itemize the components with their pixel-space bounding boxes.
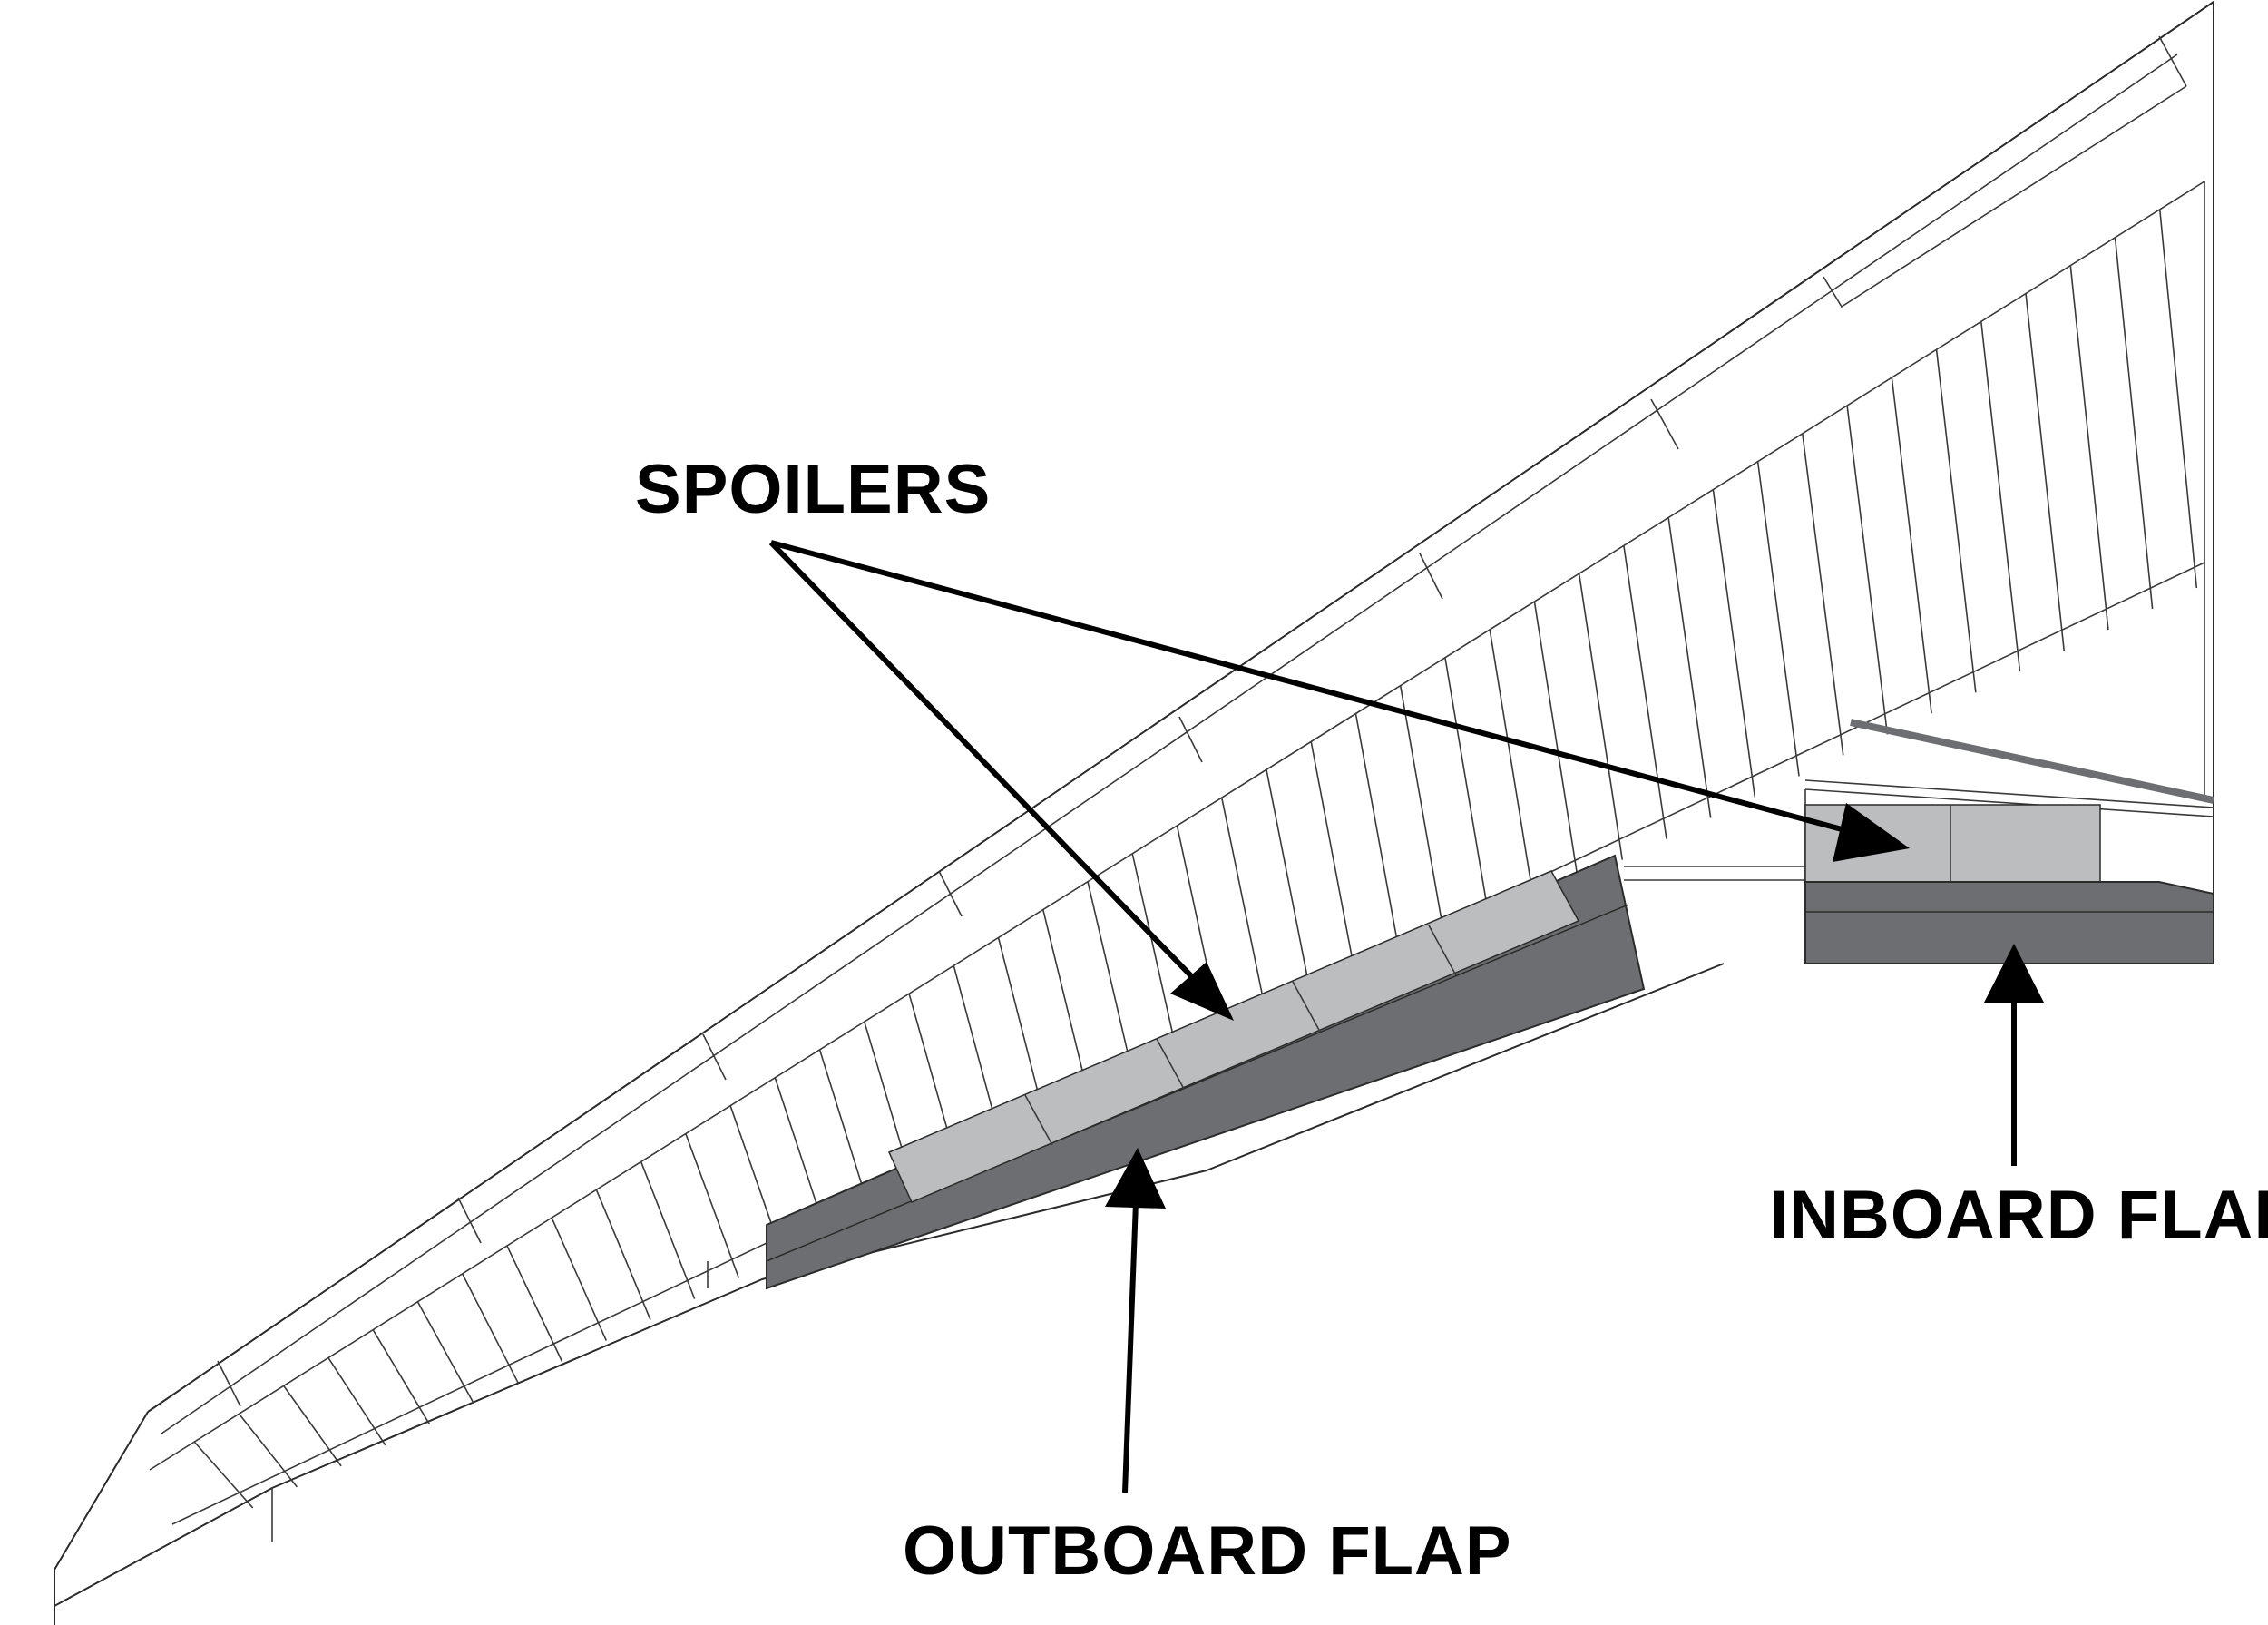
inboard-flaps-label: INBOARD FLAPS: [1769, 1177, 2268, 1254]
rib-line: [1489, 629, 1535, 902]
rib-line: [1578, 573, 1624, 860]
rib-line: [506, 1245, 563, 1362]
rib-line: [2158, 209, 2198, 589]
outboard-flap-label: OUTBOARD FLAP: [903, 1512, 1512, 1590]
rib-line: [416, 1301, 474, 1405]
leading-edge-slats: [161, 35, 2187, 1434]
rib-line: [595, 1189, 651, 1320]
rib-line: [2069, 265, 2109, 631]
rib-line: [461, 1273, 519, 1384]
rib-line: [1399, 685, 1447, 944]
rib-line: [1220, 797, 1270, 1028]
rib-line: [1667, 517, 1712, 818]
rib-line: [1935, 349, 1977, 693]
rib-line: [1846, 405, 1889, 735]
spoiler-arrow-outboard: [768, 540, 1205, 990]
rib-line: [1756, 461, 1800, 777]
rib-line: [327, 1357, 386, 1446]
rib-line: [551, 1217, 607, 1341]
rib-line: [372, 1329, 431, 1425]
spoiler-arrows: [768, 540, 1910, 1021]
rib-line: [283, 1385, 342, 1467]
inboard-flap-body: [1804, 881, 2214, 964]
rib-line: [640, 1161, 696, 1299]
wing-aft-contour: [54, 963, 1725, 1625]
spoilers-label: SPOILERS: [635, 451, 991, 528]
spoiler-arrow-inboard: [770, 540, 1870, 839]
rib-line: [1891, 377, 1932, 714]
rib-line: [1533, 601, 1579, 881]
rib-line: [685, 1133, 740, 1278]
rib-line: [1802, 433, 1844, 756]
wing-trailing-edge: [54, 1411, 149, 1625]
rib-line: [1354, 713, 1403, 964]
wing-leading-edge: [147, 1, 2214, 1413]
rib-line: [2114, 237, 2154, 610]
spoiler-arrow-outboard-head: [1170, 962, 1234, 1021]
outboard-spoilers: [887, 870, 1580, 1203]
spoiler-arrow-inboard-head: [1833, 803, 1910, 862]
inboard-flaps: [1804, 881, 2214, 964]
rib-line: [1310, 741, 1358, 986]
slat-inner-line: [161, 54, 2178, 1434]
rib-line: [1712, 489, 1756, 798]
rib-line: [238, 1413, 298, 1488]
rib-line: [193, 1441, 254, 1509]
rib-line: [2025, 293, 2066, 651]
rib-line: [1623, 545, 1667, 839]
outboard-flap-arrow: [1105, 1148, 1166, 1493]
rib-line: [1444, 657, 1491, 923]
outboard-spoiler-panels: [887, 870, 1580, 1203]
rib-line: [1266, 769, 1315, 1007]
inboard-flap-arrow: [1984, 944, 2044, 1166]
rib-line: [1980, 321, 2021, 672]
